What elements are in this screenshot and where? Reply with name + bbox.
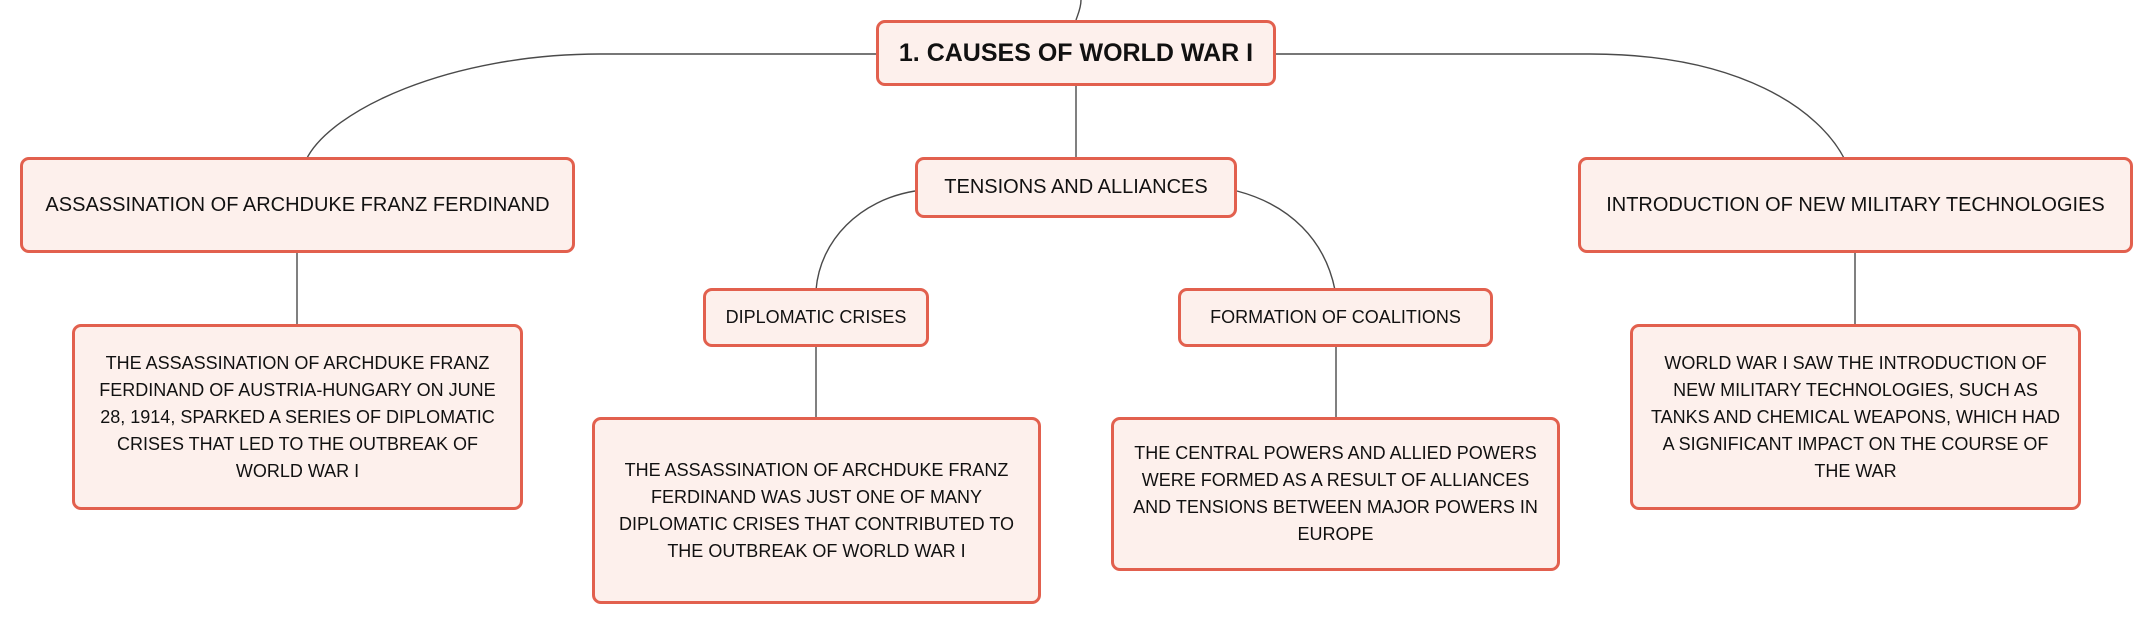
detail-assassination-text: THE ASSASSINATION OF ARCHDUKE FRANZ FERD… [99, 352, 496, 481]
subtopic-diplomatic-crises[interactable]: DIPLOMATIC CRISES [703, 288, 929, 347]
topic-technologies-label: INTRODUCTION OF NEW MILITARY TECHNOLOGIE… [1606, 193, 2105, 216]
detail-formation-of-coalitions[interactable]: THE CENTRAL POWERS AND ALLIED POWERS WER… [1111, 417, 1560, 571]
connector-tensions-diplomatic [815, 190, 916, 291]
connector-tensions-coalitions [1236, 190, 1336, 291]
topic-military-technologies[interactable]: INTRODUCTION OF NEW MILITARY TECHNOLOGIE… [1578, 157, 2133, 253]
subtopic-diplomatic-label: DIPLOMATIC CRISES [725, 307, 907, 327]
detail-diplomatic-text: THE ASSASSINATION OF ARCHDUKE FRANZ FERD… [618, 459, 1015, 561]
topic-assassination[interactable]: ASSASSINATION OF ARCHDUKE FRANZ FERDINAN… [20, 157, 575, 253]
topic-tensions-and-alliances[interactable]: TENSIONS AND ALLIANCES [915, 157, 1237, 218]
subtopic-formation-of-coalitions[interactable]: FORMATION OF COALITIONS [1178, 288, 1493, 347]
detail-coalitions-text: THE CENTRAL POWERS AND ALLIED POWERS WER… [1133, 443, 1538, 544]
detail-diplomatic-crises[interactable]: THE ASSASSINATION OF ARCHDUKE FRANZ FERD… [592, 417, 1041, 604]
topic-assassination-label: ASSASSINATION OF ARCHDUKE FRANZ FERDINAN… [45, 193, 550, 216]
detail-military-technologies[interactable]: WORLD WAR I SAW THE INTRODUCTION OF NEW … [1630, 324, 2081, 510]
connector-root-technologies [1276, 53, 1846, 161]
detail-assassination[interactable]: THE ASSASSINATION OF ARCHDUKE FRANZ FERD… [72, 324, 523, 510]
subtopic-coalitions-label: FORMATION OF COALITIONS [1210, 307, 1461, 327]
root-node-label: 1. CAUSES OF WORLD WAR I [898, 38, 1254, 67]
connector-root-assassination [305, 53, 876, 161]
connector-root-parent [1075, 0, 1082, 21]
root-node[interactable]: 1. CAUSES OF WORLD WAR I [876, 20, 1276, 86]
topic-tensions-label: TENSIONS AND ALLIANCES [944, 176, 1208, 198]
detail-technologies-text: WORLD WAR I SAW THE INTRODUCTION OF NEW … [1650, 352, 2061, 481]
